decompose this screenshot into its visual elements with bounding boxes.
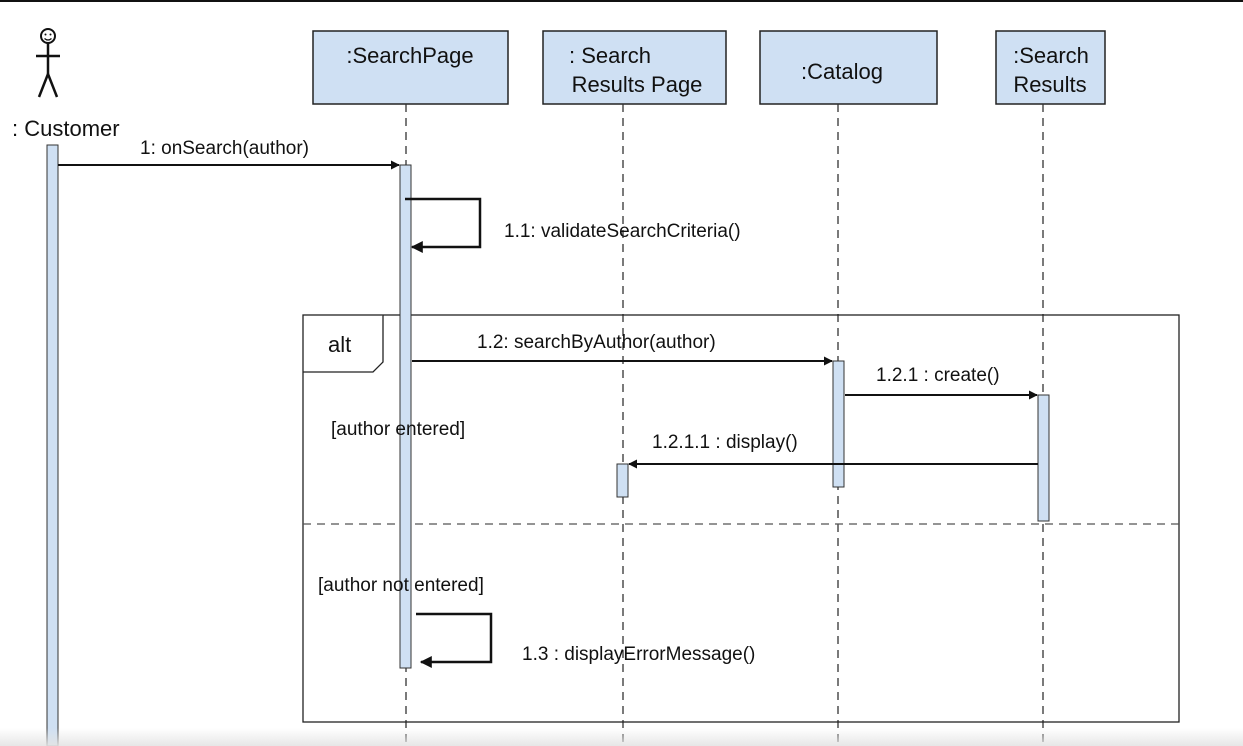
message-label-1-2-1: 1.2.1 : create() [876,365,1000,386]
actor-label: : Customer [12,116,120,141]
message-label-1-2-1-1: 1.2.1.1 : display() [652,432,798,453]
message-label-1-2: 1.2: searchByAuthor(author) [477,332,716,353]
alt-fragment: alt [302,314,1180,723]
lifeline-head-search-results: :Search Results [995,30,1106,105]
actor-head [40,28,56,44]
message-label-1-3: 1.3 : displayErrorMessage() [522,644,755,665]
activation-catalog [832,360,845,488]
lifeline-head-search-results-page: : Search Results Page [542,30,727,105]
message-arrow-1-1 [405,197,482,253]
message-label-1: 1: onSearch(author) [140,138,309,159]
fragment-operator-tab [303,315,384,373]
bottom-shadow [0,728,1243,746]
customer-actor [36,28,60,98]
lifeline-label: :Catalog [801,59,883,84]
activation-search-results-page [616,463,629,498]
guard-author-not-entered: [author not entered] [318,575,484,596]
message-label-1-1: 1.1: validateSearchCriteria() [504,221,741,242]
guard-author-entered: [author entered] [331,419,465,440]
activation-search-results [1037,394,1050,522]
activation-search-page [399,164,412,669]
lifeline-label-line2: Results Page [572,72,703,97]
lifeline-head-catalog: :Catalog [759,30,938,105]
lifeline-label-line2: Results [1013,72,1086,97]
message-arrow-1-3 [416,612,493,668]
lifeline-label-line1: :Search [1013,43,1089,68]
activation-customer [46,144,59,746]
lifeline-label-line1: : Search [569,43,651,68]
top-border [0,0,1243,2]
lifeline-label: :SearchPage [346,43,473,68]
fragment-operator: alt [328,332,351,357]
lifeline-head-search-page: :SearchPage [312,30,509,105]
